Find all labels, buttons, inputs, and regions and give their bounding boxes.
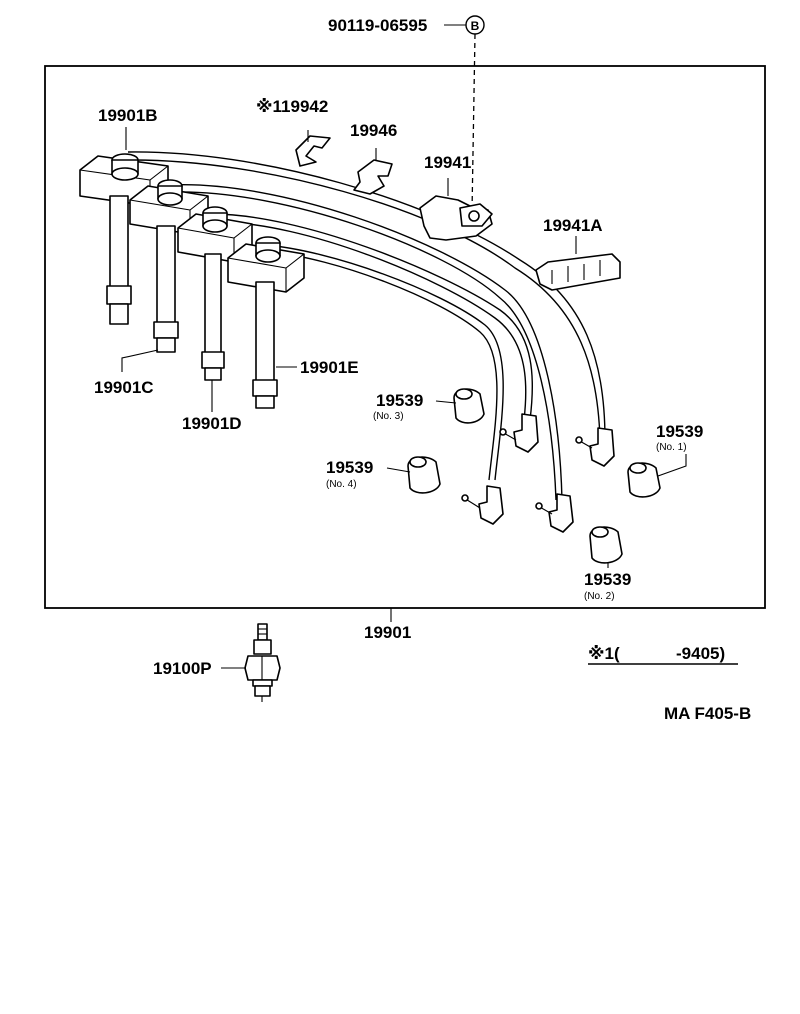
footnote-range: -9405) (676, 644, 725, 663)
clamp-19941A (535, 236, 621, 291)
sublabel-boot-no3: (No. 3) (373, 411, 404, 422)
boot-no1 (627, 462, 661, 498)
wire-terminal-no2 (129, 179, 209, 353)
bolt-ref-letter: B (471, 19, 480, 33)
clamp-19946 (353, 148, 393, 195)
plug-boot-end-c (461, 485, 504, 525)
label-boot-no1: 19539 (656, 422, 703, 441)
clamp-19942 (295, 130, 331, 167)
sublabel-boot-no1: (No. 1) (656, 442, 687, 453)
spark-plug (244, 623, 281, 702)
label-clamp-19946: 19946 (350, 121, 397, 140)
plug-boot-end-a (575, 427, 615, 467)
ignition-wires (127, 151, 606, 501)
sublabel-boot-no4: (No. 4) (326, 479, 357, 490)
boot-no2 (589, 526, 623, 564)
label-boot-no3: 19539 (376, 391, 423, 410)
plug-boot-end-d (535, 493, 574, 533)
wire-terminal-no3 (177, 206, 253, 381)
label-wire-no1: 19901B (98, 106, 158, 125)
bolt-dashed-leader (471, 33, 476, 213)
label-wire-no2: 19901C (94, 378, 154, 397)
label-bolt: 90119-06595 (328, 16, 427, 35)
clamp-19941 (419, 178, 493, 241)
wire-terminal-no1 (79, 153, 169, 325)
label-clamp-19941: 19941 (424, 153, 471, 172)
label-wire-no4: 19901E (300, 358, 359, 377)
figure-code: MA F405-B (664, 704, 751, 723)
label-boot-no4: 19539 (326, 458, 373, 477)
footnote-mark: ※1( (588, 644, 620, 663)
boot-no4 (407, 456, 441, 494)
label-boot-no2: 19539 (584, 570, 631, 589)
sublabel-boot-no2: (No. 2) (584, 591, 615, 602)
label-wire-no3: 19901D (182, 414, 242, 433)
wire-terminal-no4 (227, 236, 305, 409)
label-clamp-19942: ※119942 (256, 97, 328, 116)
label-spark-plug: 19100P (153, 659, 212, 678)
label-wire-set: 19901 (364, 623, 411, 642)
assembly-frame (44, 65, 766, 609)
plug-boot-end-b (499, 413, 539, 453)
label-clamp-19941A: 19941A (543, 216, 603, 235)
boot-no3 (453, 388, 485, 424)
